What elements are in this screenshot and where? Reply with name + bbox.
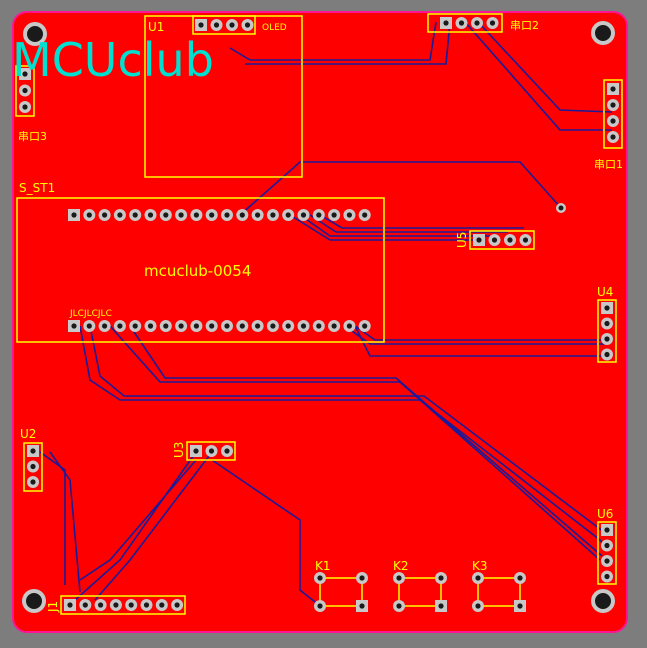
- port2-header: 串口2: [427, 13, 539, 33]
- port2-label: 串口2: [510, 19, 539, 32]
- u6-module: U6: [597, 507, 617, 585]
- u1-label: U1: [148, 20, 164, 34]
- u4-label: U4: [597, 285, 613, 299]
- board-name-label: mcuclub-0054: [144, 262, 251, 280]
- u1-header-label: OLED: [262, 23, 287, 33]
- k2-switch: K2: [393, 559, 442, 607]
- u4-module: U4: [597, 285, 617, 363]
- s-st1-label: S_ST1: [19, 181, 55, 195]
- mcuclub-logo: MCUclub: [12, 33, 214, 87]
- s-st1-module: S_ST1 mcuclub-0054 JLCJLCJLC: [16, 181, 385, 343]
- j1-header: J1: [46, 595, 186, 615]
- u3-label: U3: [172, 442, 186, 458]
- u2-module: U2: [20, 427, 43, 492]
- k2-label: K2: [393, 559, 409, 573]
- u6-label: U6: [597, 507, 613, 521]
- k3-label: K3: [472, 559, 488, 573]
- u1-oled-module: U1 OLED: [144, 15, 303, 178]
- u3-module: U3: [172, 441, 236, 461]
- k1-switch: K1: [315, 559, 363, 607]
- u2-label: U2: [20, 427, 36, 441]
- k1-label: K1: [315, 559, 331, 573]
- u5-label: U5: [455, 232, 469, 248]
- port1-label: 串口1: [594, 158, 623, 171]
- port1-header: 串口1: [594, 79, 623, 171]
- bottom-traces: [39, 21, 613, 607]
- jlc-mark: JLCJLCJLC: [69, 309, 112, 319]
- u5-module: U5: [455, 230, 535, 250]
- port3-header: 串口3: [15, 65, 47, 143]
- mounting-holes: [22, 21, 615, 613]
- k3-switch: K3: [472, 559, 521, 607]
- port3-label: 串口3: [18, 130, 47, 143]
- j1-label: J1: [46, 601, 60, 613]
